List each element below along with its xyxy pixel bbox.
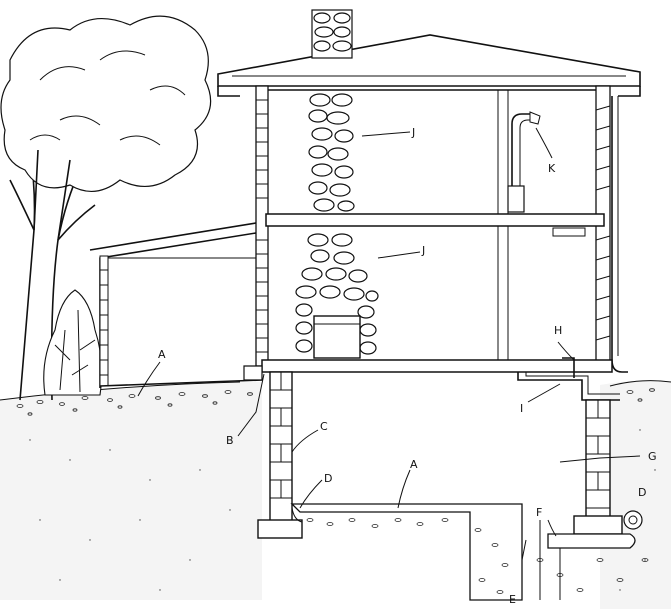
label-f: F (536, 506, 542, 519)
basement-left-wall (257, 371, 303, 539)
label-d-right: D (638, 486, 646, 499)
gravel-pattern (16, 388, 655, 416)
label-d-left: D (324, 472, 332, 485)
basement-right-wall (547, 399, 643, 549)
label-g: G (648, 450, 657, 463)
walls (243, 85, 628, 381)
basement-floor (290, 503, 649, 601)
vent-pipe (507, 111, 586, 237)
chimney (295, 9, 379, 359)
leader-arrows (137, 127, 641, 596)
label-b: B (226, 434, 234, 447)
ground (0, 380, 671, 609)
label-a-garage: A (158, 348, 166, 361)
label-j-lower: J (421, 244, 425, 257)
label-a-basement: A (410, 458, 418, 471)
garage-wing (89, 221, 263, 388)
soil-speckle (29, 429, 656, 591)
label-i: I (520, 402, 523, 415)
callout-labels: A B C D A E F G D H I J J K (158, 126, 657, 606)
label-h: H (554, 324, 562, 337)
label-c: C (320, 420, 328, 433)
roof (217, 34, 641, 97)
label-k: K (548, 162, 556, 175)
label-j-upper: J (411, 126, 415, 139)
tree (0, 15, 212, 401)
label-e: E (509, 593, 516, 606)
